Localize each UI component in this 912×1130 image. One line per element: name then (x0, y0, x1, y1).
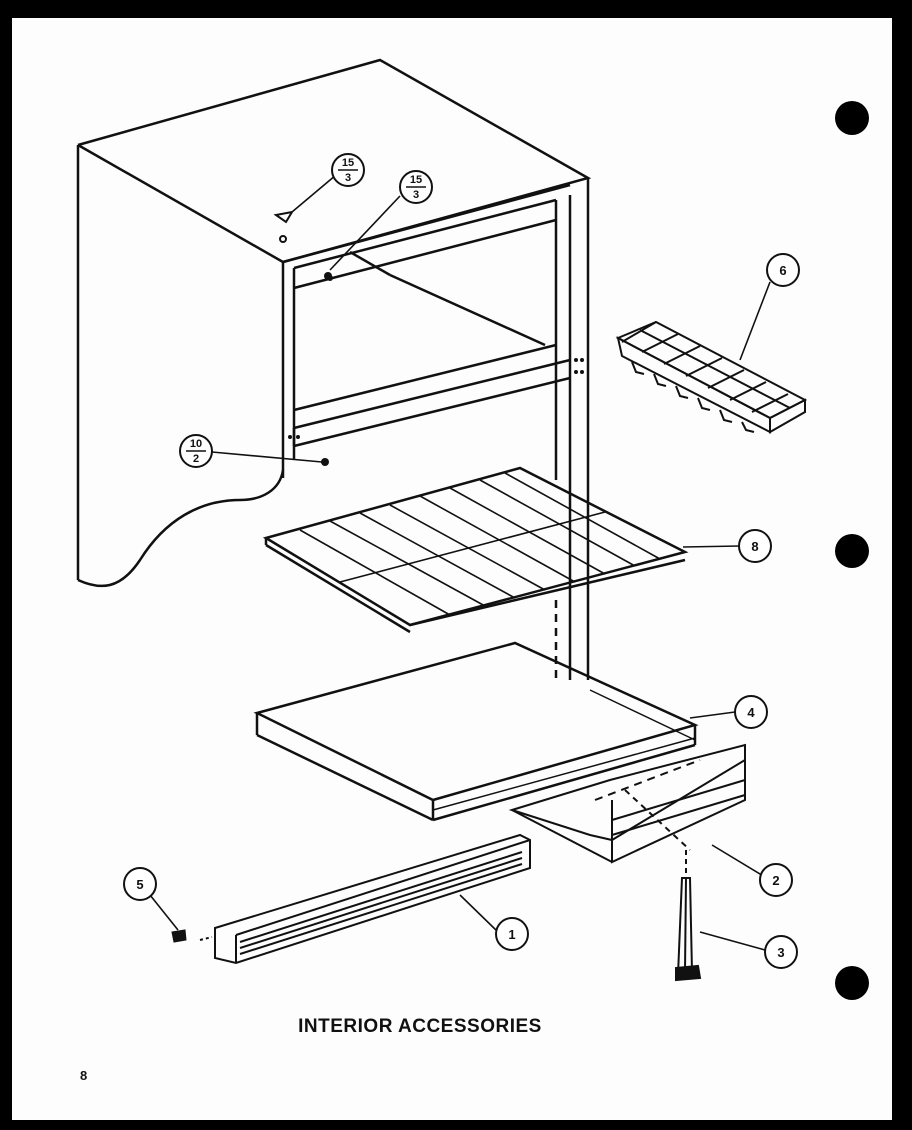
wire-shelf (262, 466, 689, 634)
screw-middle (324, 272, 332, 280)
callout-15-3-b: 15 3 (399, 170, 433, 204)
screw-lower (321, 458, 329, 466)
crisper-cover (253, 641, 699, 822)
callout-1-label: 1 (508, 927, 515, 942)
callout-2: 2 (759, 863, 793, 897)
callout-15-3-a-top: 15 (342, 157, 354, 169)
toe-grille (199, 833, 531, 965)
screw-top (273, 210, 295, 243)
callout-6-label: 6 (779, 263, 786, 278)
callout-8-label: 8 (751, 539, 758, 554)
leader-lines (149, 174, 771, 951)
callout-10-2-top: 10 (190, 438, 202, 450)
callout-5-label: 5 (136, 877, 143, 892)
callout-5: 5 (123, 867, 157, 901)
callout-1: 1 (495, 917, 529, 951)
callout-15-3-b-top: 15 (410, 174, 422, 186)
callout-6: 6 (766, 253, 800, 287)
cabinet (76, 58, 592, 680)
callout-3-label: 3 (777, 945, 784, 960)
binder-hole-bottom (835, 966, 869, 1000)
callout-15-3-a-bottom: 3 (345, 172, 351, 184)
callout-3: 3 (764, 935, 798, 969)
ice-tray (615, 320, 808, 434)
cabinet-holes (288, 275, 584, 439)
callout-4-label: 4 (747, 705, 755, 720)
callout-15-3-a: 15 3 (331, 153, 365, 187)
callout-2-label: 2 (772, 873, 779, 888)
crisper-pan (508, 743, 746, 864)
leveling-leg (675, 850, 702, 982)
callout-4: 4 (734, 695, 768, 729)
callout-10-2-bottom: 2 (193, 453, 199, 465)
binder-hole-middle (835, 534, 869, 568)
diagram-sheet (12, 18, 892, 1120)
page-number: 8 (80, 1068, 87, 1083)
binder-hole-top (835, 101, 869, 135)
grille-screw (171, 929, 187, 943)
callout-8: 8 (738, 529, 772, 563)
diagram-title: INTERIOR ACCESSORIES (298, 1016, 542, 1037)
callout-10-2: 10 2 (179, 434, 213, 468)
callout-15-3-b-bottom: 3 (413, 189, 419, 201)
